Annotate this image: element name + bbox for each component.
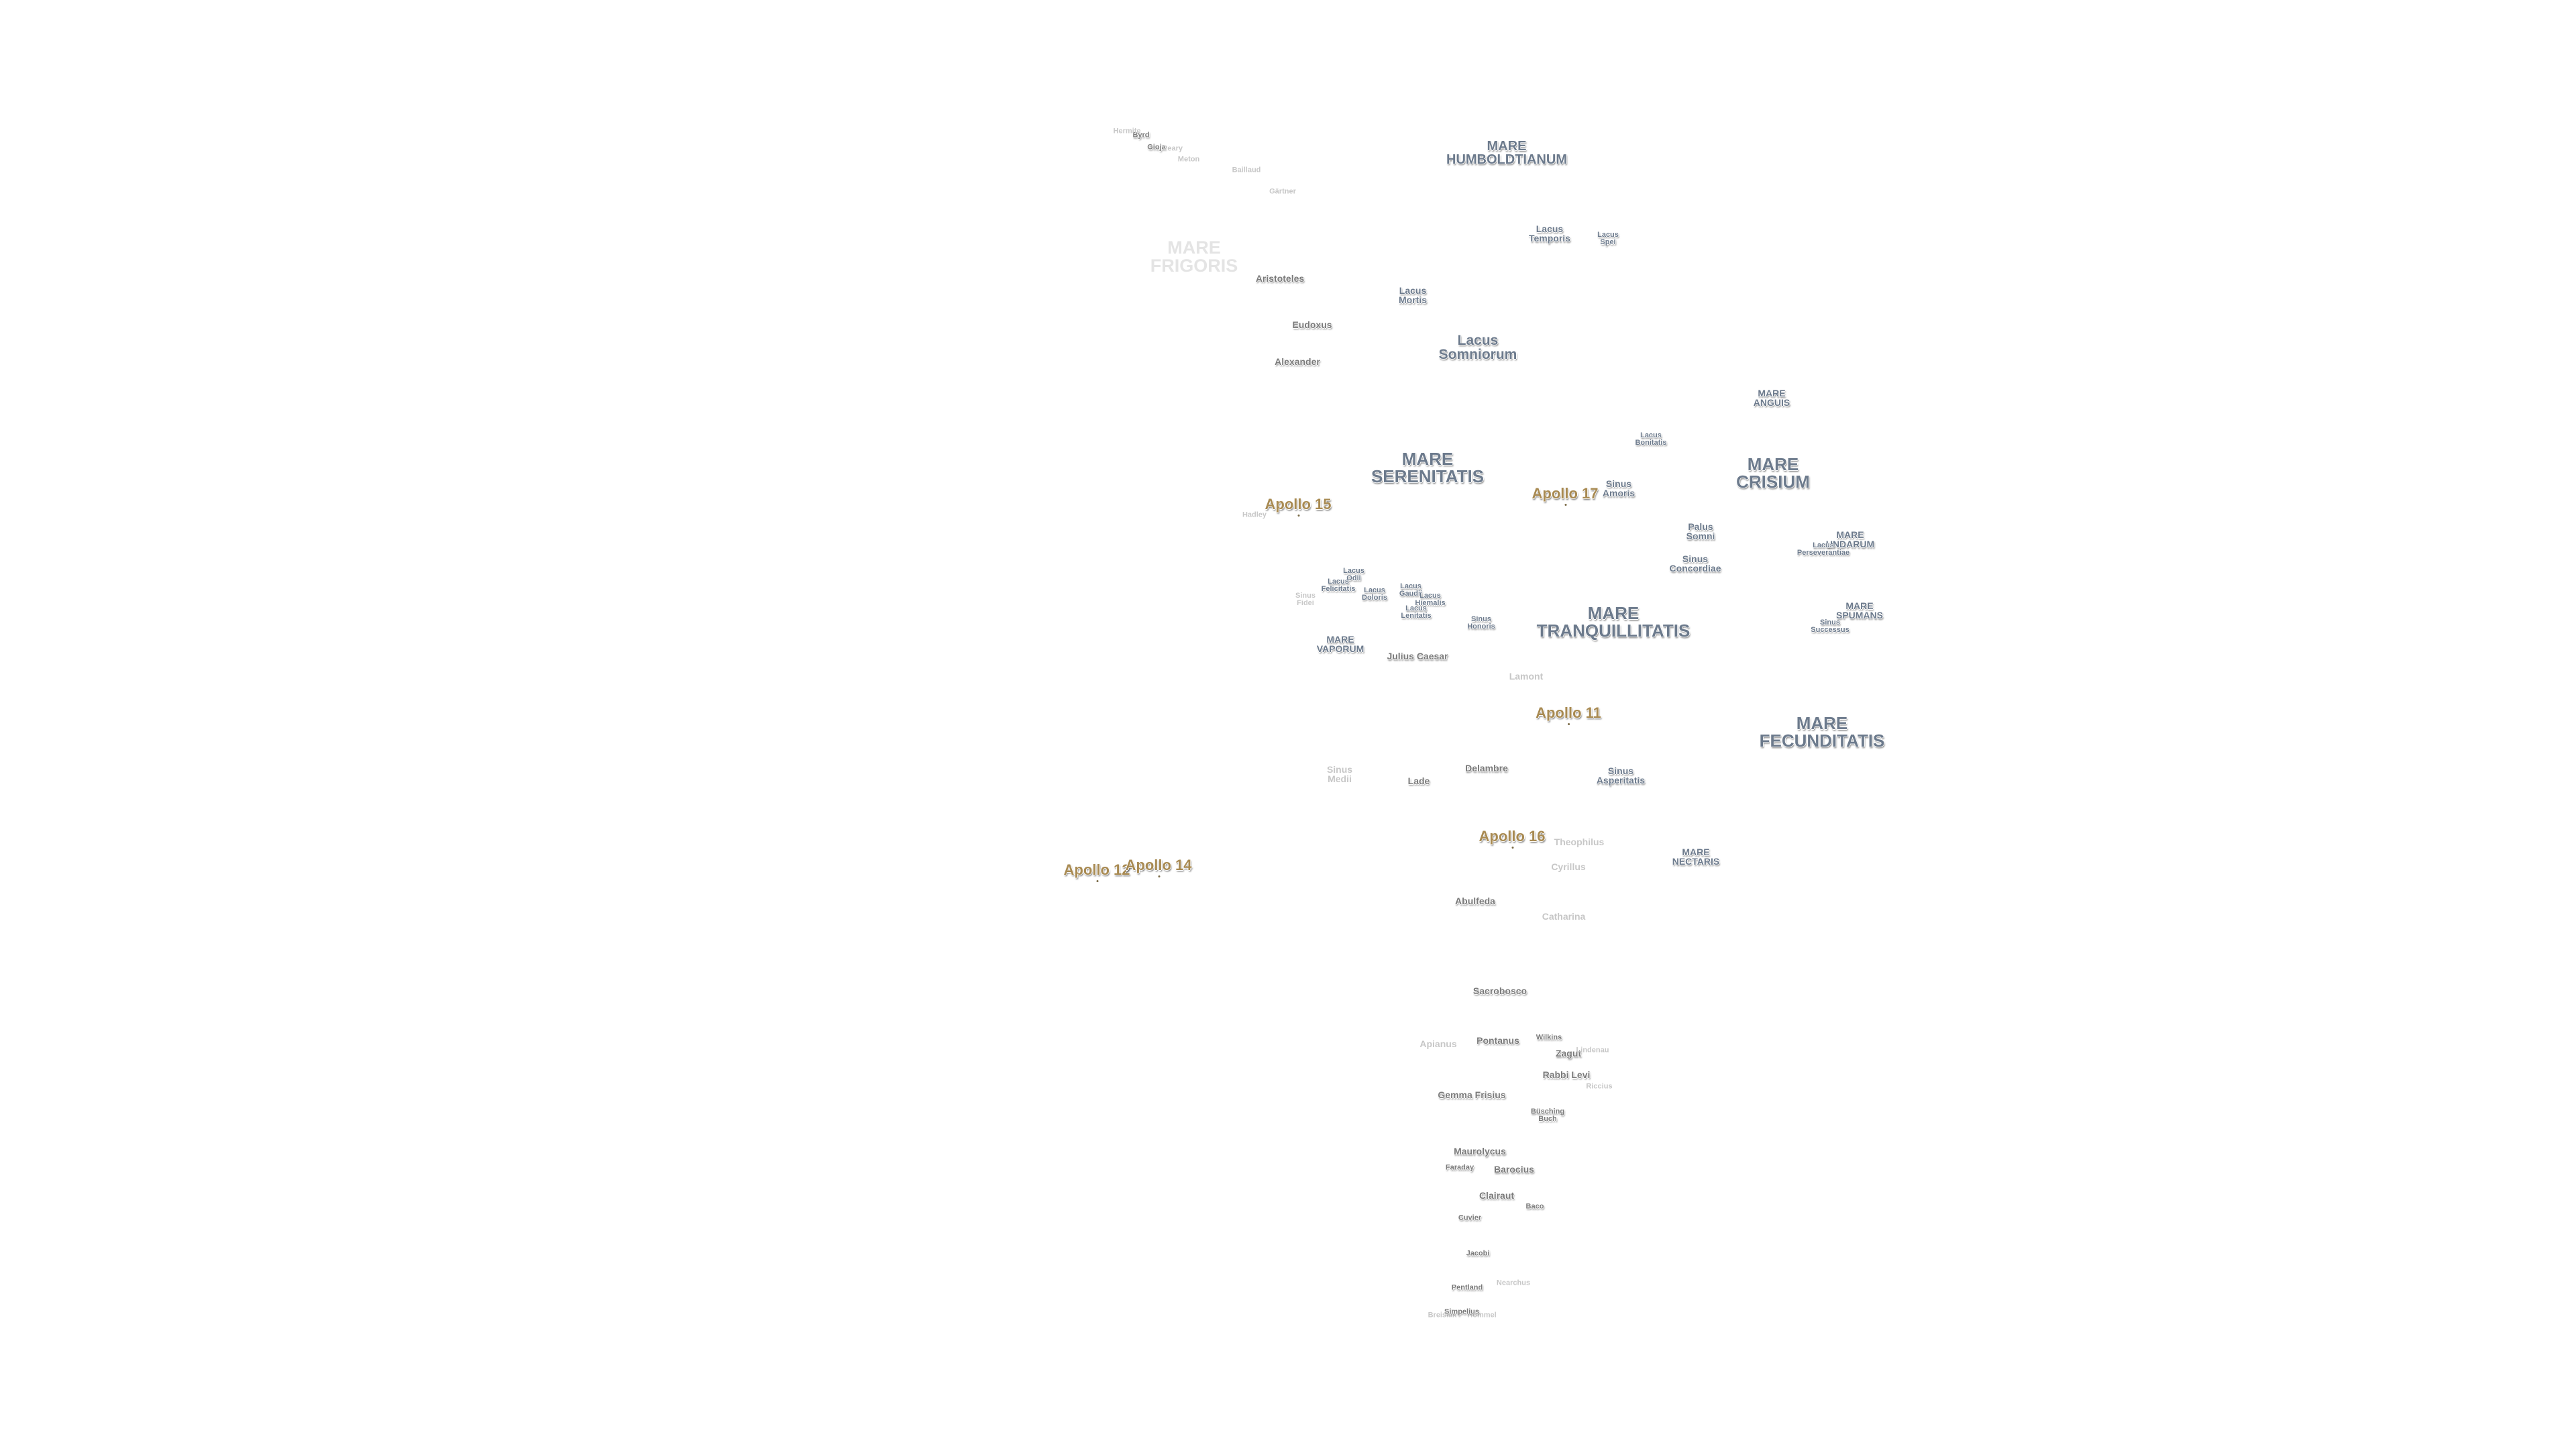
label-riccius[interactable]: Riccius xyxy=(1586,1082,1613,1091)
label-hommel[interactable]: Hommel xyxy=(1467,1311,1497,1320)
label-sinus-concordiae[interactable]: Sinus Concordiae xyxy=(1669,553,1721,574)
label-sinus-medii[interactable]: Sinus Medii xyxy=(1326,764,1353,784)
label-mare-frigoris[interactable]: MARE FRIGORIS xyxy=(1150,237,1238,276)
label-abulfeda[interactable]: Abulfeda xyxy=(1455,896,1495,906)
label-sinus-honoris[interactable]: Sinus Honoris xyxy=(1467,615,1495,631)
label-mare-fecunditatis[interactable]: MARE FECUNDITATIS xyxy=(1759,713,1885,751)
label-cuvier[interactable]: Cuvier xyxy=(1458,1214,1482,1222)
label-hadley[interactable]: Hadley xyxy=(1242,511,1267,519)
label-lacus-mortis[interactable]: Lacus Mortis xyxy=(1399,285,1427,305)
label-alexander[interactable]: Alexander xyxy=(1275,356,1320,367)
label-theophilus[interactable]: Theophilus xyxy=(1554,837,1605,847)
label-lacus-odii[interactable]: Lacus Odii xyxy=(1343,567,1364,582)
label-sinus-successus[interactable]: Sinus Successus xyxy=(1811,619,1849,634)
label-julius-caesar[interactable]: Julius Caesar xyxy=(1387,651,1448,661)
label-barocius[interactable]: Barocius xyxy=(1494,1164,1534,1175)
label-lacus-bonitatis[interactable]: Lacus Bonitatis xyxy=(1635,431,1667,447)
label-clairaut[interactable]: Clairaut xyxy=(1479,1190,1515,1201)
label-jacobi[interactable]: Jacobi xyxy=(1466,1249,1490,1258)
label-baillaud[interactable]: Baillaud xyxy=(1232,166,1261,174)
marker-apollo-14[interactable]: Apollo 14 xyxy=(1125,857,1192,877)
label-hermite[interactable]: Hermite xyxy=(1113,127,1141,136)
label-lacus-spei[interactable]: Lacus Spei xyxy=(1597,231,1619,246)
label-lacus-lenitatis[interactable]: Lacus Lenitatis xyxy=(1401,604,1432,620)
label-pentland[interactable]: Pentland xyxy=(1451,1283,1483,1292)
label-gioja[interactable]: Gioja xyxy=(1147,143,1166,152)
label-pontanus[interactable]: Pontanus xyxy=(1477,1035,1519,1046)
label-catharina[interactable]: Catharina xyxy=(1542,911,1586,922)
label-wilkins[interactable]: Wilkins xyxy=(1536,1033,1562,1042)
label-cyrillus[interactable]: Cyrillus xyxy=(1551,861,1586,872)
marker-apollo-12[interactable]: Apollo 12 xyxy=(1063,861,1130,882)
label-zagut[interactable]: Zagut xyxy=(1555,1048,1582,1059)
label-rabbi-levi[interactable]: Rabbi Levi xyxy=(1542,1069,1591,1080)
label-gemma-frisius[interactable]: Gemma Frisius xyxy=(1438,1089,1506,1100)
label-lamont[interactable]: Lamont xyxy=(1509,671,1544,682)
label-delambre[interactable]: Delambre xyxy=(1465,763,1508,773)
marker-apollo-11[interactable]: Apollo 11 xyxy=(1536,704,1601,725)
label-sinus-asperitatis[interactable]: Sinus Asperitatis xyxy=(1596,765,1646,786)
label-sinus-fidei[interactable]: Sinus Fidei xyxy=(1295,592,1316,607)
label-meton[interactable]: Meton xyxy=(1177,155,1200,164)
label-mare-undarum[interactable]: MARE UNDARUM xyxy=(1825,529,1875,549)
label-simpelius[interactable]: Simpelius xyxy=(1444,1307,1479,1316)
label-apianus[interactable]: Apianus xyxy=(1419,1038,1457,1049)
label-lacus-gaudii[interactable]: Lacus Gaudii xyxy=(1399,582,1423,598)
label-palus-somni[interactable]: Palus Somni xyxy=(1686,521,1715,541)
label-sacrobosco[interactable]: Sacrobosco xyxy=(1472,985,1527,996)
label-mare-crisium[interactable]: MARE CRISIUM xyxy=(1736,454,1810,492)
label-faraday[interactable]: Faraday xyxy=(1445,1163,1474,1172)
label-lacus-somniorum[interactable]: Lacus Somniorum xyxy=(1438,333,1517,362)
label-breislak[interactable]: Breislak xyxy=(1428,1311,1457,1320)
label-mare-tranquillitatis[interactable]: MARE TRANQUILLITATIS xyxy=(1536,603,1690,641)
label-lacus-temporis[interactable]: Lacus Temporis xyxy=(1529,223,1570,244)
label-baco[interactable]: Baco xyxy=(1525,1202,1544,1211)
label-lacus-hiemalis[interactable]: Lacus Hiemalis xyxy=(1415,592,1446,607)
label-mare-serenitatis[interactable]: MARE SERENITATIS xyxy=(1371,449,1485,486)
label-lacus-doloris[interactable]: Lacus Doloris xyxy=(1362,586,1387,602)
label-nearch[interactable]: Nearchus xyxy=(1496,1279,1531,1287)
label-mare-spumans[interactable]: MARE SPUMANS xyxy=(1835,600,1884,621)
label-mare-vaporum[interactable]: MARE VAPORUM xyxy=(1316,634,1364,654)
label-byrd[interactable]: Byrd xyxy=(1132,131,1150,140)
label-buching-buch[interactable]: Büsching Buch xyxy=(1530,1108,1565,1123)
marker-apollo-15[interactable]: Apollo 15 xyxy=(1265,496,1332,517)
label-gaertner[interactable]: Gärtner xyxy=(1269,187,1296,196)
marker-apollo-17[interactable]: Apollo 17 xyxy=(1532,485,1599,506)
label-lacus-perseverantiae[interactable]: Lacus Perseverantiae xyxy=(1796,541,1850,557)
marker-apollo-16[interactable]: Apollo 16 xyxy=(1479,828,1546,849)
label-mare-humboldtianum[interactable]: MARE HUMBOLDTIANUM xyxy=(1446,139,1567,167)
label-eudoxus[interactable]: Eudoxus xyxy=(1292,319,1332,330)
label-aristoteles[interactable]: Aristoteles xyxy=(1255,273,1305,284)
label-peary[interactable]: Peary xyxy=(1163,144,1183,153)
label-maurolycus[interactable]: Maurolycus xyxy=(1454,1146,1506,1157)
label-sinus-amoris[interactable]: Sinus Amoris xyxy=(1602,478,1635,498)
label-lade[interactable]: Lade xyxy=(1407,775,1430,786)
label-lacus-felicitatis[interactable]: Lacus Felicitatis xyxy=(1321,578,1356,593)
label-mare-nectaris[interactable]: MARE NECTARIS xyxy=(1672,847,1720,867)
label-mare-anguis[interactable]: MARE ANGUIS xyxy=(1753,388,1790,408)
label-lindenau[interactable]: Lindenau xyxy=(1576,1046,1609,1055)
